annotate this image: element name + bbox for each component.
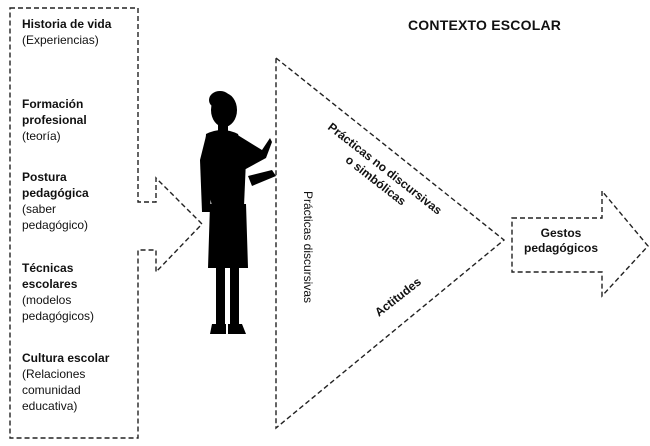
input-heading: Técnicas escolares (22, 261, 78, 291)
pedagogical-gestures-label: Gestos pedagógicos (523, 226, 598, 255)
input-detail: (modelos pedagógicos) (22, 293, 95, 323)
context-triangle (275, 56, 506, 430)
input-detail: (Experiencias) (22, 33, 99, 47)
input-heading: Cultura escolar (22, 351, 110, 365)
input-detail: (saber pedagógico) (22, 202, 89, 232)
input-heading: Formación profesional (22, 97, 87, 127)
input-detail: (Relaciones comunidad educativa) (22, 367, 86, 413)
input-school-culture: Cultura escolar (Relaciones comunidad ed… (22, 350, 134, 414)
input-professional-training: Formación profesional (teoría) (22, 96, 130, 144)
input-pedagogical-stance: Postura pedagógica (saber pedagógico) (22, 169, 122, 233)
input-school-techniques: Técnicas escolares (modelos pedagógicos) (22, 260, 122, 324)
context-title: CONTEXTO ESCOLAR (408, 17, 562, 33)
input-detail: (teoría) (22, 129, 61, 143)
teacher-silhouette (200, 91, 276, 334)
input-heading: Historia de vida (22, 17, 112, 31)
inputs-arrow-box (9, 7, 203, 439)
input-heading: Postura pedagógica (22, 170, 89, 200)
output-arrow-box (511, 189, 649, 298)
discursive-practices-label: Prácticas discursivas (301, 190, 315, 304)
input-life-history: Historia de vida (Experiencias) (22, 16, 132, 48)
